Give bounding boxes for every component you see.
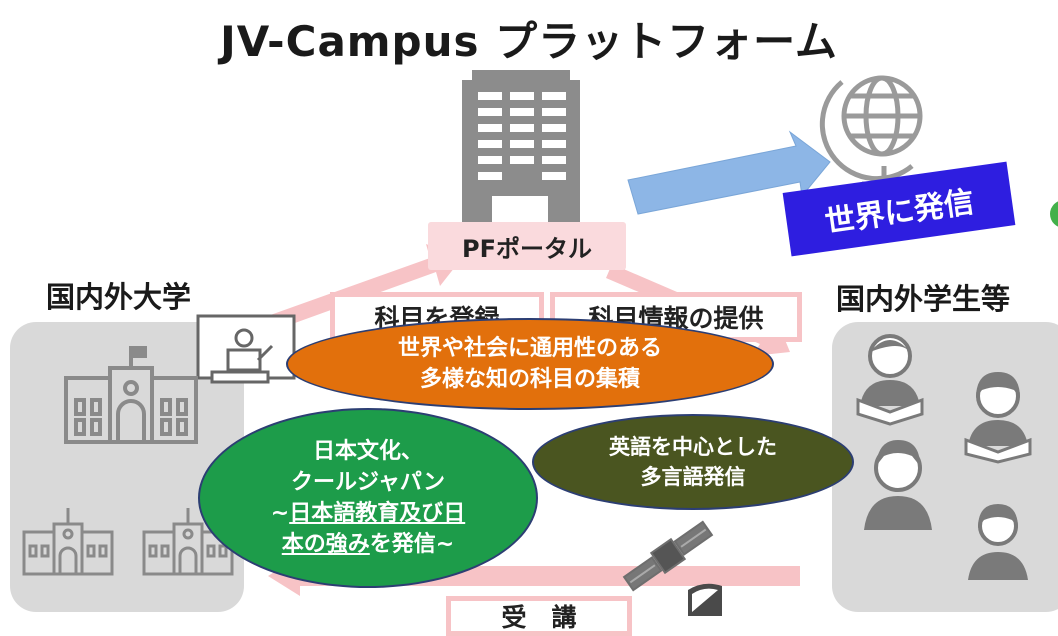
arrow-world bbox=[627, 130, 831, 215]
building-windows bbox=[478, 92, 566, 180]
course-accumulation-ellipse: 世界や社会に通用性のある 多様な知の科目の集積 bbox=[286, 318, 774, 410]
university-large-icon bbox=[64, 346, 198, 444]
ellipse-line: 多様な知の科目の集積 bbox=[419, 367, 640, 392]
arrow-register bbox=[262, 244, 462, 332]
ellipse-line: 本の強みを発信~ bbox=[282, 529, 454, 560]
ellipse-text: ~ bbox=[270, 501, 290, 526]
universities-label: 国内外大学 bbox=[46, 280, 192, 314]
globe-icon bbox=[819, 75, 923, 187]
ellipse-text: を発信~ bbox=[369, 532, 455, 557]
japan-culture-ellipse: 日本文化、 クールジャパン ~日本語教育及び日 本の強みを発信~ bbox=[198, 408, 538, 588]
ellipse-text-underlined: 本の強み bbox=[281, 532, 370, 557]
ellipse-line: クールジャパン bbox=[290, 470, 445, 495]
student-female-icon bbox=[968, 504, 1028, 580]
university-small-icon bbox=[22, 508, 114, 576]
green-dot bbox=[1050, 201, 1058, 227]
ellipse-line: 英語を中心とした bbox=[609, 435, 777, 459]
dish-antenna-icon bbox=[688, 583, 722, 616]
student-female-icon bbox=[964, 372, 1032, 464]
page-title: JV-Campus プラットフォーム bbox=[220, 17, 838, 66]
ellipse-line: ~日本語教育及び日 bbox=[271, 498, 465, 529]
ellipse-line: 日本文化、 bbox=[312, 439, 423, 464]
student-reading-icon bbox=[856, 334, 924, 426]
ellipse-line: 多言語発信 bbox=[640, 465, 746, 489]
teacher-icon bbox=[196, 314, 296, 384]
students-label: 国内外学生等 bbox=[836, 282, 1011, 316]
ellipse-line: 世界や社会に通用性のある bbox=[397, 336, 662, 361]
student-icon bbox=[864, 440, 932, 530]
ellipse-text-underlined: 日本語教育及び日 bbox=[289, 501, 466, 526]
multilingual-ellipse: 英語を中心とした 多言語発信 bbox=[532, 414, 854, 510]
portal-label: PFポータル bbox=[428, 222, 626, 270]
portal-building-icon bbox=[462, 70, 580, 228]
satellite-icon bbox=[622, 520, 714, 592]
attend-course-label: 受 講 bbox=[446, 596, 632, 636]
